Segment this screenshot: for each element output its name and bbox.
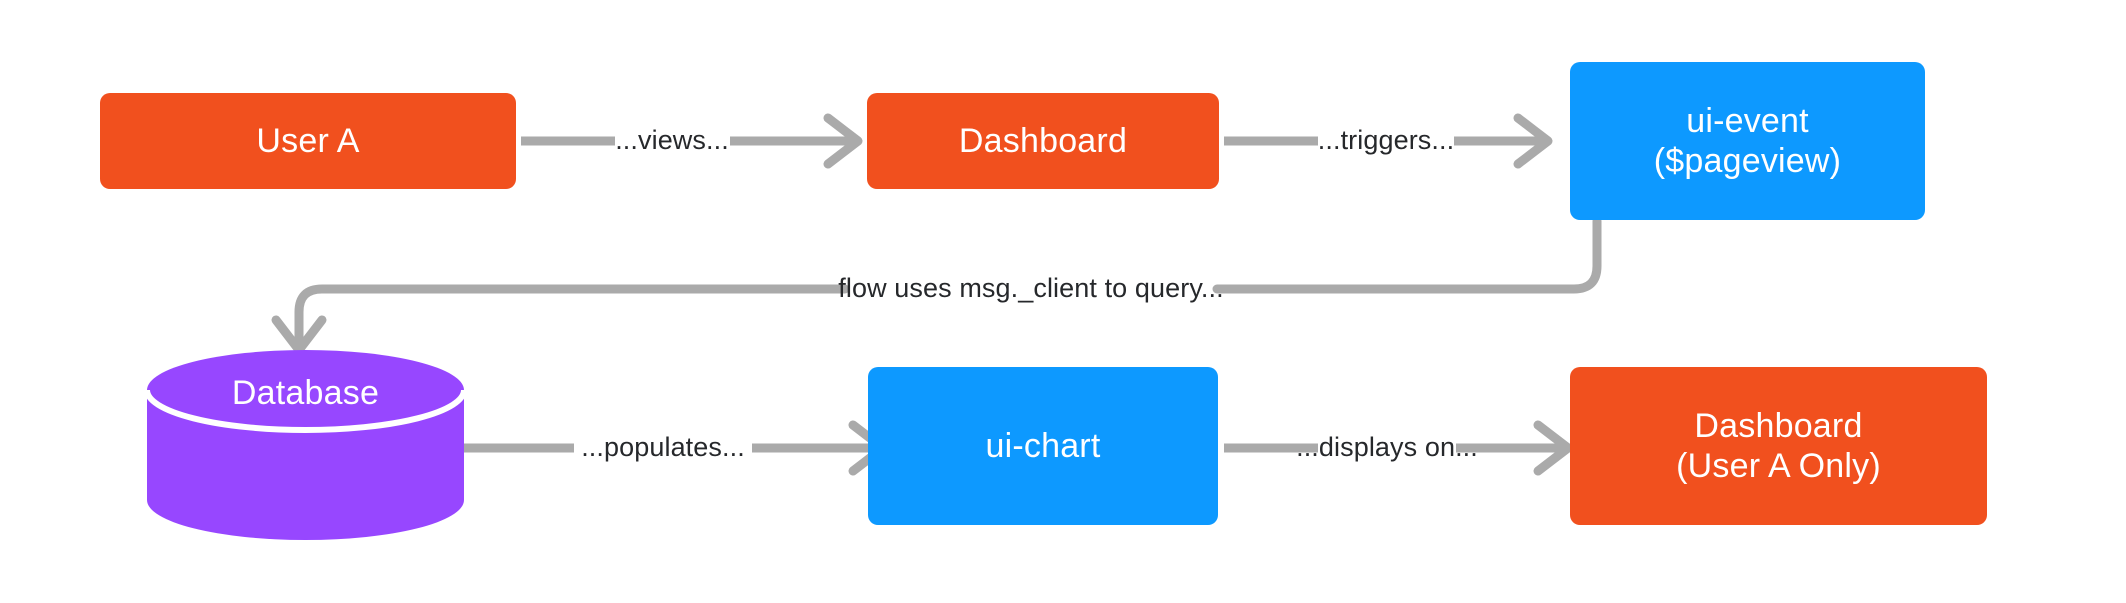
node-dashboard-user-a[interactable]: Dashboard (User A Only) [1570, 367, 1987, 525]
node-dashboard-user-a-sublabel: (User A Only) [1676, 447, 1881, 485]
node-ui-event[interactable]: ui-event ($pageview) [1570, 62, 1925, 220]
node-database[interactable]: Database [144, 350, 467, 540]
edge-triggers-arrowhead [1513, 113, 1553, 169]
database-cylinder-icon [144, 350, 467, 540]
node-dashboard-top-label: Dashboard [958, 121, 1128, 160]
node-ui-chart-label: ui-chart [985, 426, 1101, 465]
node-dashboard-top[interactable]: Dashboard [867, 93, 1219, 189]
node-ui-event-sublabel: ($pageview) [1653, 142, 1842, 180]
edge-label-triggers: ...triggers... [1317, 125, 1455, 155]
node-ui-event-label: ui-event [1686, 101, 1809, 140]
edge-query-path [1212, 216, 1602, 294]
edge-label-views: ...views... [615, 125, 729, 155]
edge-displays-arrowhead [1533, 420, 1573, 476]
edge-label-displays-on: ...displays on... [1296, 432, 1478, 462]
node-ui-chart[interactable]: ui-chart [868, 367, 1218, 525]
edge-query-arrowhead [271, 315, 327, 355]
node-dashboard-user-a-label: Dashboard [1694, 406, 1863, 445]
edge-views-arrowhead [823, 113, 863, 169]
edge-label-query: flow uses msg._client to query... [838, 273, 1224, 303]
node-user-a[interactable]: User A [100, 93, 516, 189]
edge-label-populates: ...populates... [581, 432, 745, 462]
node-user-a-label: User A [256, 121, 360, 160]
edge-query-path-left [294, 284, 850, 353]
